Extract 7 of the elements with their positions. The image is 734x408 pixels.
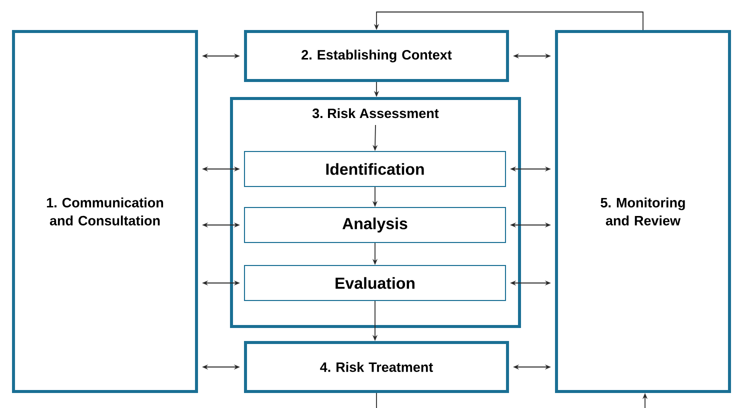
process-box: 2. Establishing Context	[244, 30, 509, 82]
process-box: 1. Communication and Consultation	[12, 30, 198, 393]
stage-box: Analysis	[244, 207, 506, 243]
stage-box: Identification	[244, 151, 506, 187]
process-box: 4. Risk Treatment	[244, 341, 509, 393]
process-box: 5. Monitoring and Review	[555, 30, 731, 393]
stage-box: Evaluation	[244, 265, 506, 301]
